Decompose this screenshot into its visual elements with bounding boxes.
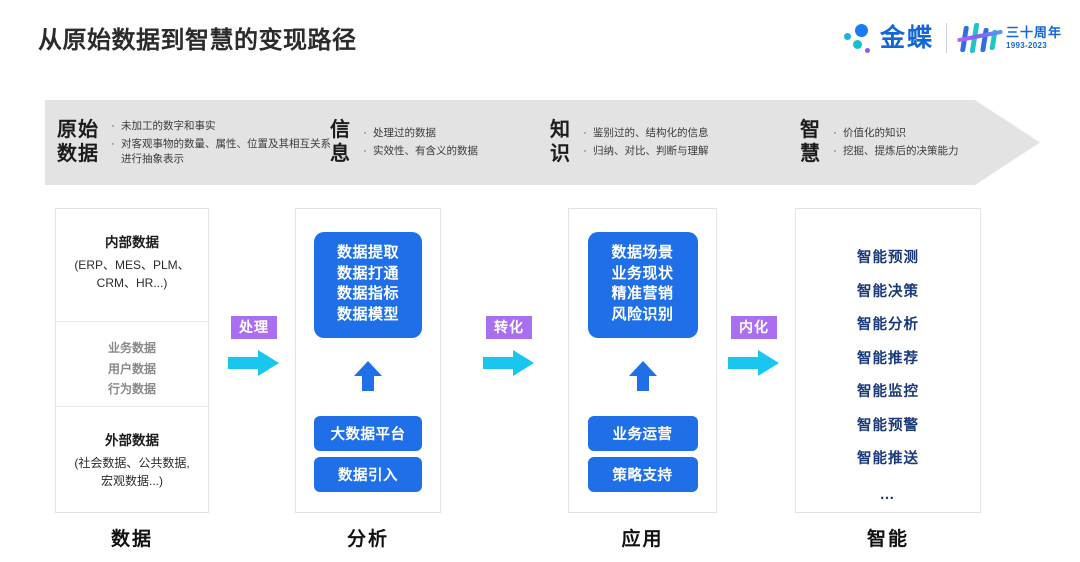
intelligence-ellipsis: … (879, 485, 897, 503)
band-bullet-text: 价值化的知识 (843, 127, 906, 139)
external-data-sub: (社会数据、公共数据, 宏观数据...) (74, 456, 190, 488)
bullet-glyph: · (111, 119, 115, 132)
intelligence-item: 智能预测 (857, 250, 919, 266)
segment-external-data: 外部数据 (社会数据、公共数据, 宏观数据...) (56, 407, 208, 514)
anniversary-badge: 三十周年 1993-2023 (957, 21, 1062, 55)
column-data: 内部数据 (ERP、MES、PLM、 CRM、HR...) 业务数据 用户数据 … (55, 208, 209, 513)
connector-label: 内化 (731, 316, 777, 340)
segment-data-types: 业务数据 用户数据 行为数据 (56, 322, 208, 407)
footer-label-application: 应用 (621, 529, 664, 550)
right-arrow-icon (728, 348, 780, 378)
application-main-box: 数据场景 业务现状 精准营销 风险识别 (587, 232, 698, 338)
anniversary-years: 1993-2023 (1005, 40, 1047, 50)
connector-process: 处理 (228, 316, 280, 378)
band-key-label: 原始 数据 (57, 118, 99, 165)
column-intelligence: 智能预测 智能决策 智能分析 智能推荐 智能监控 智能预警 智能推送 … (795, 208, 981, 513)
external-data-title: 外部数据 (105, 433, 159, 448)
internal-data-title: 内部数据 (105, 235, 159, 250)
analysis-main-box: 数据提取 数据打通 数据指标 数据模型 (314, 232, 422, 338)
band-item-raw-data: 原始 数据 · 未加工的数字和事实 · 对客观事物的数量、属性、位置及其相互关系… (57, 100, 333, 185)
band-bullet-text: 鉴别过的、结构化的信息 (593, 127, 709, 139)
connector-internalize: 内化 (728, 316, 780, 378)
connector-label: 处理 (231, 316, 277, 340)
intelligence-item: 智能监控 (857, 384, 919, 400)
bullet-glyph: · (583, 145, 587, 157)
band-bullet-text: 归纳、对比、判断与理解 (593, 145, 709, 157)
band-key-label: 信 息 (330, 118, 351, 165)
kingdee-dots-icon (842, 21, 876, 55)
dikw-arrow-band: 原始 数据 · 未加工的数字和事实 · 对客观事物的数量、属性、位置及其相互关系… (45, 100, 1040, 185)
bullet-glyph: · (833, 127, 837, 139)
bullet-glyph: · (363, 145, 367, 157)
band-bullet-text: 对客观事物的数量、属性、位置及其相互关系进行抽象表示 (121, 137, 331, 165)
footer-label-intelligence: 智能 (866, 529, 909, 550)
up-arrow-icon (351, 359, 385, 393)
footer-label-data: 数据 (110, 529, 153, 550)
band-item-information: 信 息 · 处理过的数据 · 实效性、有含义的数据 (330, 100, 478, 185)
data-type-item: 用户数据 (107, 361, 156, 376)
band-key-label: 知 识 (550, 118, 571, 165)
anniversary-mark-icon (957, 21, 1003, 55)
analysis-pill-ingest: 数据引入 (314, 457, 422, 492)
page-title: 从原始数据到智慧的变现路径 (38, 27, 357, 54)
brand-name: 金蝶 (879, 23, 934, 52)
intelligence-item: 智能推荐 (857, 350, 919, 367)
intelligence-item: 智能预警 (857, 417, 919, 434)
internal-data-sub: (ERP、MES、PLM、 CRM、HR...) (74, 258, 190, 290)
band-key-label: 智 慧 (800, 118, 821, 165)
band-bullet-text: 处理过的数据 (373, 127, 436, 139)
application-pill-strategy: 策略支持 (587, 457, 698, 492)
right-arrow-icon (483, 348, 535, 378)
intelligence-item: 智能分析 (857, 317, 919, 333)
right-arrow-icon (228, 348, 280, 378)
application-pill-operations: 业务运营 (587, 416, 698, 451)
intelligence-item: 智能决策 (857, 283, 919, 300)
brand-logo: 金蝶 三十周年 1993-2023 (842, 16, 1062, 60)
analysis-pill-platform: 大数据平台 (314, 416, 422, 451)
bullet-glyph: · (363, 127, 367, 139)
data-type-item: 行为数据 (107, 382, 156, 397)
data-type-item: 业务数据 (107, 341, 156, 355)
footer-label-analysis: 分析 (346, 529, 389, 550)
band-item-wisdom: 智 慧 · 价值化的知识 · 挖掘、提炼后的决策能力 (800, 100, 959, 185)
bullet-glyph: · (833, 145, 837, 157)
up-arrow-icon (626, 359, 660, 393)
intelligence-item: 智能推送 (857, 451, 919, 467)
band-bullet-text: 实效性、有含义的数据 (373, 145, 478, 157)
column-application: 数据场景 业务现状 精准营销 风险识别 业务运营 策略支持 (568, 208, 717, 513)
brand-divider (945, 23, 947, 53)
band-item-knowledge: 知 识 · 鉴别过的、结构化的信息 · 归纳、对比、判断与理解 (550, 100, 709, 185)
connector-label: 转化 (486, 316, 532, 340)
bullet-glyph: · (111, 137, 115, 150)
connector-transform: 转化 (483, 316, 535, 378)
column-analysis: 数据提取 数据打通 数据指标 数据模型 大数据平台 数据引入 (295, 208, 441, 513)
anniversary-label: 三十周年 (1005, 24, 1062, 40)
band-bullet-text: 未加工的数字和事实 (121, 119, 216, 132)
segment-internal-data: 内部数据 (ERP、MES、PLM、 CRM、HR...) (56, 209, 208, 322)
bullet-glyph: · (583, 127, 587, 139)
band-bullet-text: 挖掘、提炼后的决策能力 (843, 145, 959, 157)
